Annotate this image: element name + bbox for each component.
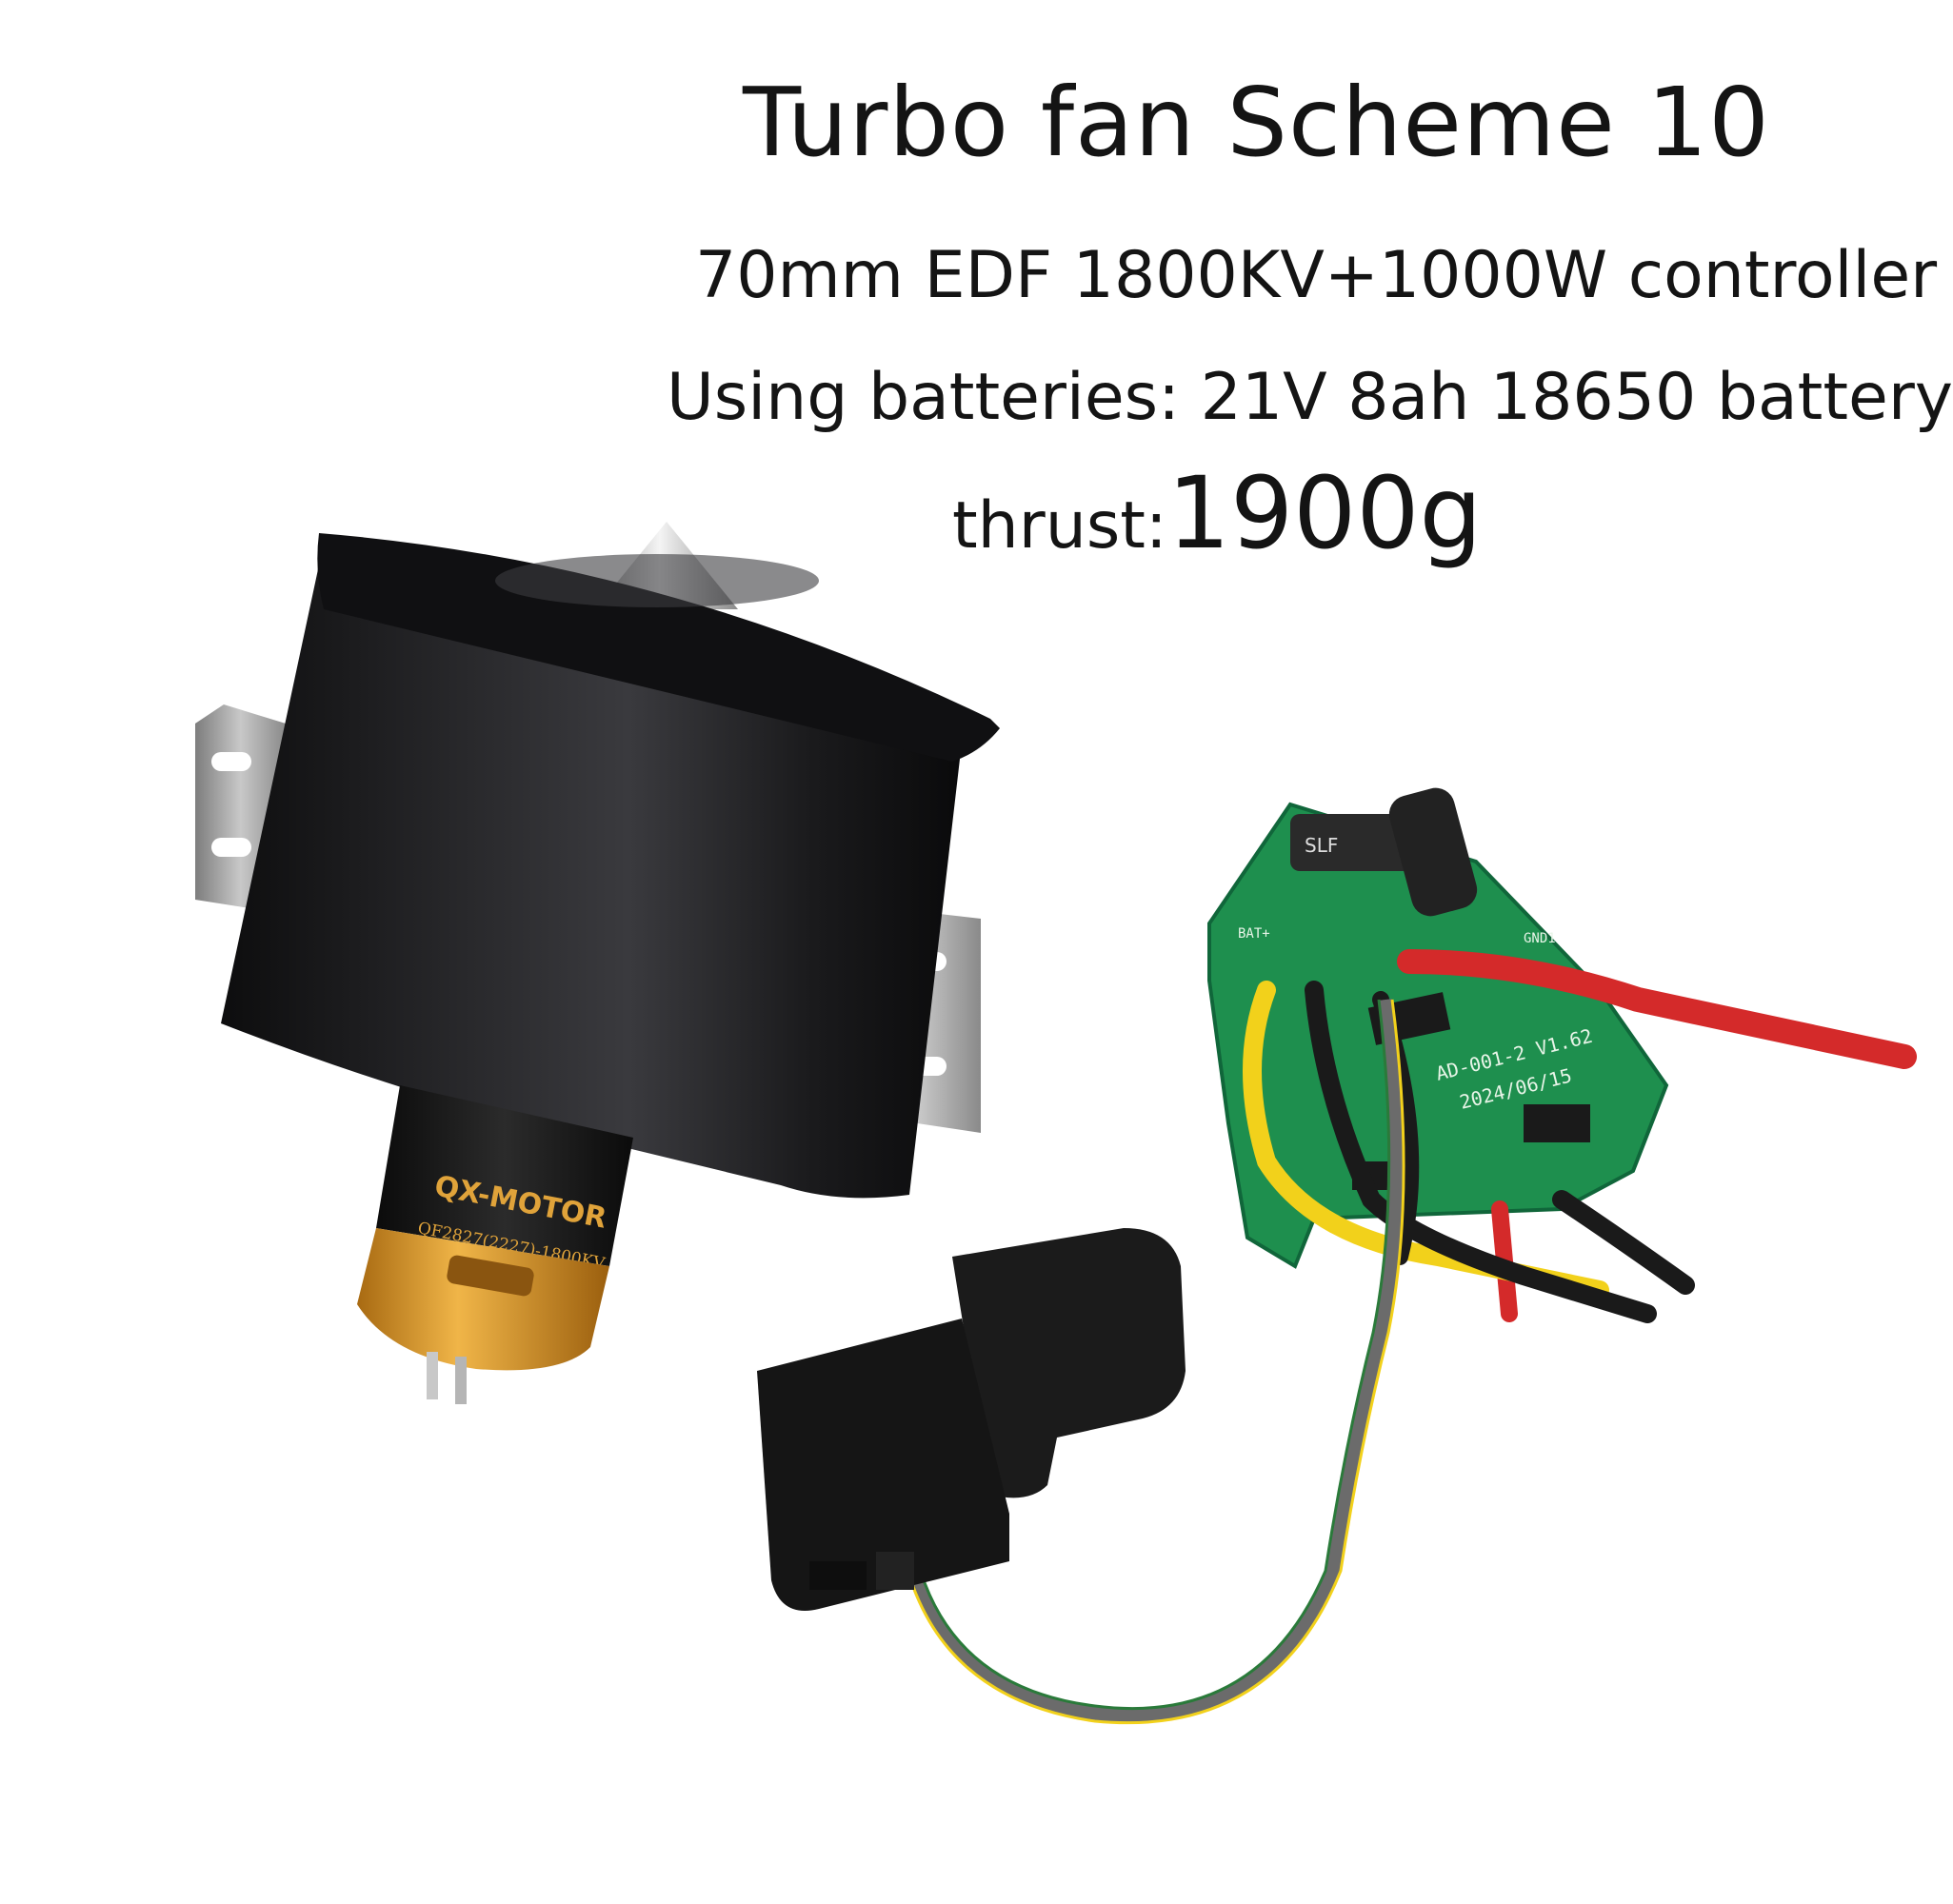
spec-line: 70mm EDF 1800KV+1000W controller <box>695 238 1938 313</box>
motor-shaft <box>427 1352 438 1399</box>
wire-black-1 <box>1305 981 1657 1323</box>
wire-black-2 <box>1552 1190 1695 1295</box>
product-image: Turbo fan Scheme 10 70mm EDF 1800KV+1000… <box>195 67 1953 1725</box>
product-illustration: QX-MOTOR QF2827(2227)-1800KV SLF BAT+ GN… <box>195 522 1917 1725</box>
cap-brand-label: SLF <box>1305 834 1338 857</box>
wire-yellow <box>1243 981 1609 1299</box>
wire-red-power <box>1397 949 1917 1069</box>
motor-can <box>376 1085 633 1266</box>
page-title: Turbo fan Scheme 10 <box>743 67 1770 178</box>
thrust-value: 1900g <box>1166 455 1483 571</box>
signal-harness <box>907 999 1404 1723</box>
controller-pcb: SLF BAT+ GND1 AD-001-2 V1.62 2024/06/15 <box>907 787 1917 1725</box>
thrust-label: thrust: <box>952 488 1167 564</box>
trigger-switch <box>757 1228 1186 1611</box>
intake-lip <box>317 533 1000 762</box>
thrust-line: thrust:1900g <box>952 455 1483 571</box>
gnd-label: GND1 <box>1524 931 1556 946</box>
battery-line: Using batteries: 21V 8ah 18650 battery <box>667 360 1953 435</box>
motor-gold-mount <box>357 1228 609 1371</box>
edf-fan-unit: QX-MOTOR QF2827(2227)-1800KV <box>195 522 1000 1404</box>
bat-plus-label: BAT+ <box>1238 926 1270 942</box>
capacitor <box>1388 787 1478 917</box>
